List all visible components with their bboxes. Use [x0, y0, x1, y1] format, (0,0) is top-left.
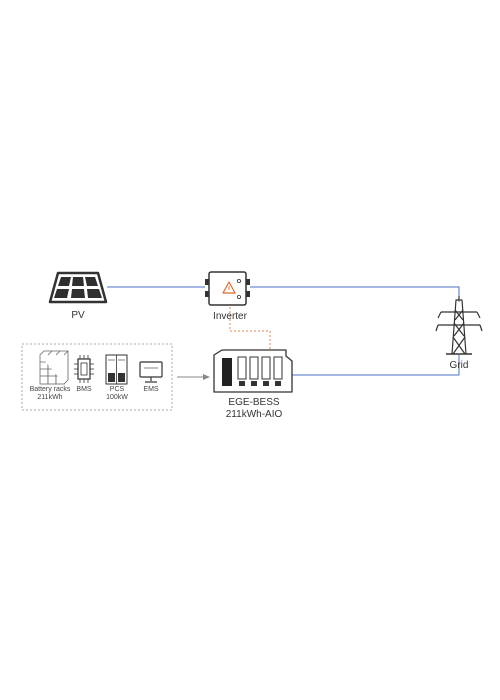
pcs-label-line1: PCS	[109, 386, 125, 393]
solar-panel-icon	[48, 271, 108, 304]
inverter-grid-line	[250, 286, 460, 302]
bess-label: EGE-BESS 211kWh-AIO	[206, 397, 302, 420]
bess-grid-line	[292, 355, 460, 376]
pcs-cabinet-icon	[105, 354, 128, 385]
ems-label: EMS	[139, 386, 163, 394]
battery-racks-label-line1: Battery racks	[29, 386, 71, 393]
battery-racks-label-line2: 211kWh	[37, 394, 63, 402]
battery-cabinet-icon	[213, 349, 293, 393]
pv-label: PV	[71, 310, 85, 321]
battery-racks-icon	[39, 350, 69, 385]
transmission-tower-icon	[435, 296, 483, 355]
inverter-label: Inverter	[213, 311, 247, 322]
bms-label-line1: BMS	[76, 386, 92, 393]
bms-chip-icon	[74, 355, 94, 383]
pcs-label-line2: 100kW	[106, 394, 128, 402]
bess-label-line1: EGE-BESS	[228, 397, 280, 408]
grid-label: Grid	[449, 360, 469, 371]
group-to-bess-arrow	[177, 374, 210, 380]
inverter-icon	[205, 271, 250, 306]
ems-label-line1: EMS	[143, 386, 159, 393]
inverter-bess-dashed-link	[229, 307, 271, 352]
battery-racks-label: Battery racks 211kWh	[24, 386, 76, 403]
bms-label: BMS	[74, 386, 94, 394]
ems-monitor-icon	[139, 361, 163, 383]
pcs-label: PCS 100kW	[101, 386, 133, 403]
bess-label-line2: 211kWh-AIO	[225, 408, 283, 420]
warning-triangle-icon	[222, 281, 236, 294]
